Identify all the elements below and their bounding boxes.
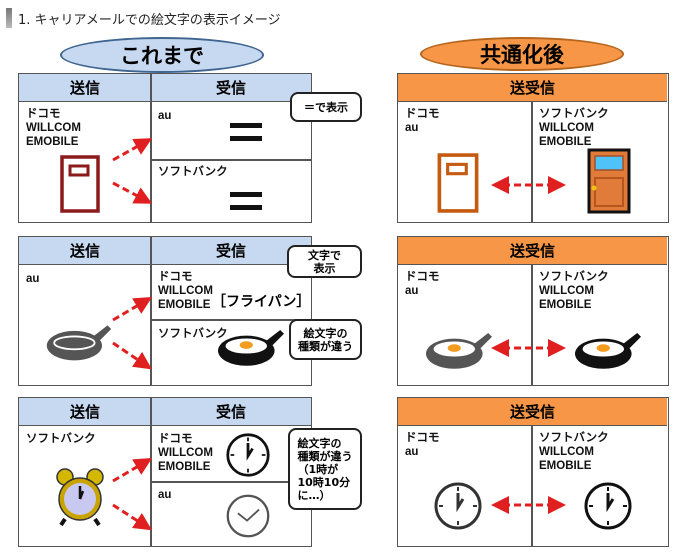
receiver-bottom: ソフトバンク	[158, 166, 228, 178]
receive-header: 受信	[151, 74, 311, 102]
page-title: 1. キャリアメールでの絵文字の表示イメージ	[18, 13, 281, 28]
arrow-icon	[112, 181, 153, 204]
send-receive-header: 送受信	[398, 74, 667, 102]
receiver-bottom: ソフトバンク	[158, 328, 228, 340]
send-receive-header: 送受信	[398, 237, 667, 265]
arrow-icon	[112, 296, 153, 322]
before-label: これまで	[60, 37, 264, 73]
clock-thin-icon	[226, 494, 270, 538]
right-carriers: ソフトバンク WILLCOM EMOBILE	[539, 432, 609, 472]
sender-carriers: au	[26, 273, 40, 285]
right-carriers: ソフトバンク WILLCOM EMOBILE	[539, 271, 609, 311]
arrow-icon	[112, 138, 153, 162]
left-carriers: ドコモ au	[405, 432, 440, 458]
alarm-clock-icon	[56, 468, 104, 527]
receiver-top: au	[158, 110, 172, 122]
receiver-top: ドコモ WILLCOM EMOBILE	[158, 271, 213, 311]
speech-bubble: 絵文字の 種類が違う	[289, 319, 362, 360]
left-carriers: ドコモ au	[405, 108, 440, 134]
equals-sign-icon	[230, 192, 262, 210]
send-header: 送信	[19, 74, 151, 102]
right-carriers: ソフトバンク WILLCOM EMOBILE	[539, 108, 609, 148]
send-header: 送信	[19, 237, 151, 265]
arrow-icon	[112, 457, 153, 483]
title-marker	[6, 8, 12, 28]
equals-sign-icon	[230, 123, 262, 141]
sender-carriers: ソフトバンク	[26, 433, 96, 445]
send-receive-header: 送受信	[398, 398, 667, 426]
before-table-2: 送信 受信 au ドコモ WILLCOM EMOBILE ソフトバンク	[18, 236, 312, 386]
door-icon	[587, 148, 631, 214]
speech-bubble: 文字で 表示	[287, 245, 362, 278]
arrow-icon	[112, 341, 152, 370]
receiver-top: ドコモ WILLCOM EMOBILE	[158, 433, 213, 473]
sender-carriers: ドコモ WILLCOM EMOBILE	[26, 108, 81, 148]
receive-header: 受信	[151, 237, 311, 265]
text-fallback: ［フライパン］	[212, 294, 311, 310]
send-header: 送信	[19, 398, 151, 426]
after-label: 共通化後	[420, 37, 624, 71]
receive-header: 受信	[151, 398, 311, 426]
speech-bubble: 絵文字の 種類が違う （1時が 10時10分 に…）	[288, 428, 362, 510]
left-carriers: ドコモ au	[405, 271, 440, 297]
arrow-icon	[112, 503, 153, 531]
speech-bubble: ＝で表示	[290, 92, 362, 122]
receiver-bottom: au	[158, 489, 172, 501]
